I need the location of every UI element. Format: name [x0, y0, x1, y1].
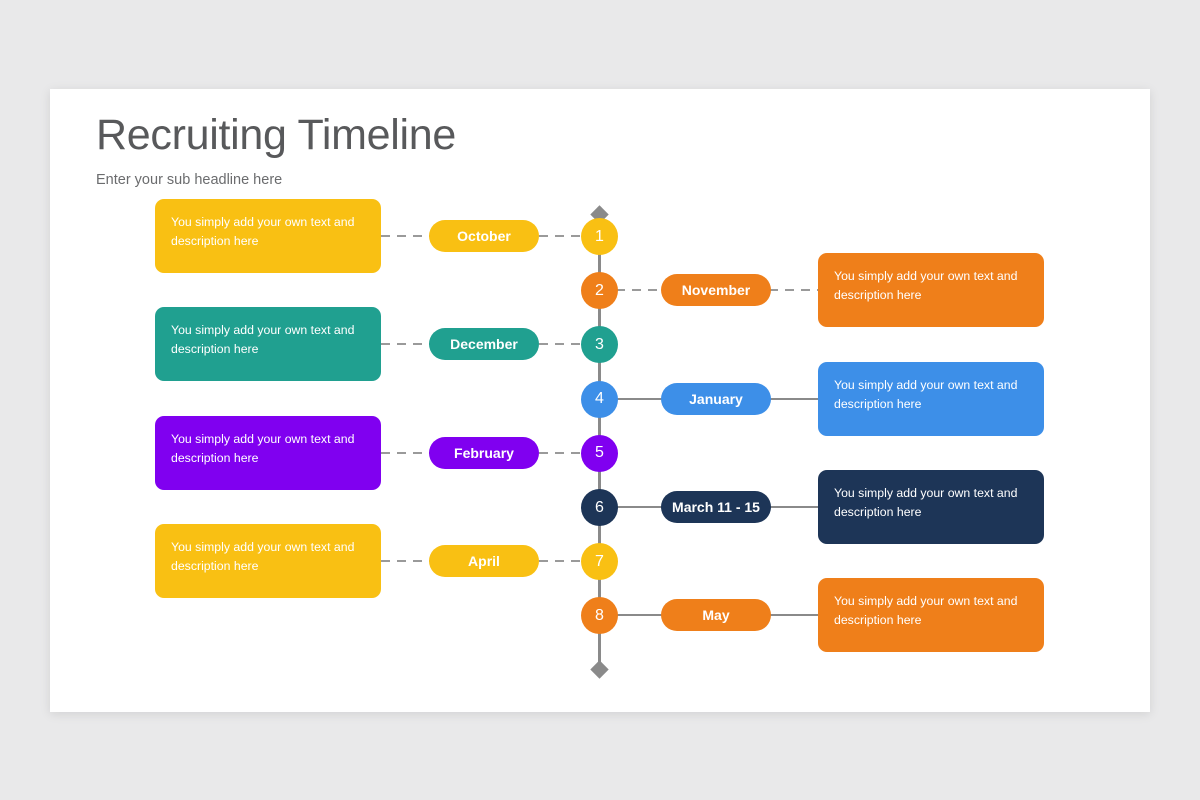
- timeline-description-card[interactable]: You simply add your own text and descrip…: [818, 253, 1044, 328]
- timeline-node-3[interactable]: 3: [581, 326, 618, 364]
- connector-node-to-label: [616, 289, 663, 292]
- connector-label-to-card: [769, 289, 820, 292]
- timeline-description-card[interactable]: You simply add your own text and descrip…: [155, 415, 381, 490]
- timeline-label-pill[interactable]: November: [661, 274, 771, 307]
- connector-node-to-label: [539, 451, 584, 454]
- timeline-description-card[interactable]: You simply add your own text and descrip…: [818, 578, 1044, 653]
- slide-canvas: Recruiting Timeline Enter your sub headl…: [50, 89, 1150, 712]
- timeline-node-1[interactable]: 1: [581, 218, 618, 255]
- timeline-node-5[interactable]: 5: [581, 434, 618, 472]
- connector-label-to-card: [381, 560, 431, 563]
- timeline-label-pill[interactable]: December: [429, 328, 539, 361]
- connector-node-to-label: [616, 614, 663, 617]
- connector-node-to-label: [539, 560, 584, 563]
- connector-label-to-card: [769, 506, 820, 508]
- connector-label-to-card: [769, 614, 820, 617]
- connector-node-to-label: [539, 343, 584, 346]
- slide-header: Recruiting Timeline Enter your sub headl…: [96, 111, 456, 189]
- connector-node-to-label: [539, 235, 584, 237]
- timeline-node-2[interactable]: 2: [581, 272, 618, 310]
- timeline-description-card[interactable]: You simply add your own text and descrip…: [818, 470, 1044, 544]
- connector-label-to-card: [381, 235, 431, 237]
- connector-label-to-card: [381, 343, 431, 346]
- timeline-label-pill[interactable]: March 11 - 15: [661, 491, 771, 523]
- connector-label-to-card: [381, 451, 431, 454]
- timeline-label-pill[interactable]: October: [429, 220, 539, 252]
- timeline-node-6[interactable]: 6: [581, 489, 618, 526]
- timeline-end-diamond-icon: [590, 660, 609, 679]
- connector-node-to-label: [616, 397, 663, 400]
- page-subtitle: Enter your sub headline here: [96, 172, 283, 189]
- timeline-label-pill[interactable]: January: [661, 382, 771, 415]
- timeline-label-pill[interactable]: February: [429, 436, 539, 469]
- connector-node-to-label: [616, 506, 663, 508]
- timeline-node-8[interactable]: 8: [581, 597, 618, 635]
- connector-label-to-card: [769, 397, 820, 400]
- timeline-label-pill[interactable]: May: [661, 599, 771, 632]
- timeline-description-card[interactable]: You simply add your own text and descrip…: [155, 307, 381, 382]
- timeline-node-4[interactable]: 4: [581, 380, 618, 418]
- timeline-node-7[interactable]: 7: [581, 543, 618, 581]
- timeline-description-card[interactable]: You simply add your own text and descrip…: [155, 524, 381, 599]
- timeline-description-card[interactable]: You simply add your own text and descrip…: [818, 361, 1044, 436]
- timeline-label-pill[interactable]: April: [429, 545, 539, 578]
- timeline-description-card[interactable]: You simply add your own text and descrip…: [155, 199, 381, 273]
- page-title: Recruiting Timeline: [96, 111, 456, 159]
